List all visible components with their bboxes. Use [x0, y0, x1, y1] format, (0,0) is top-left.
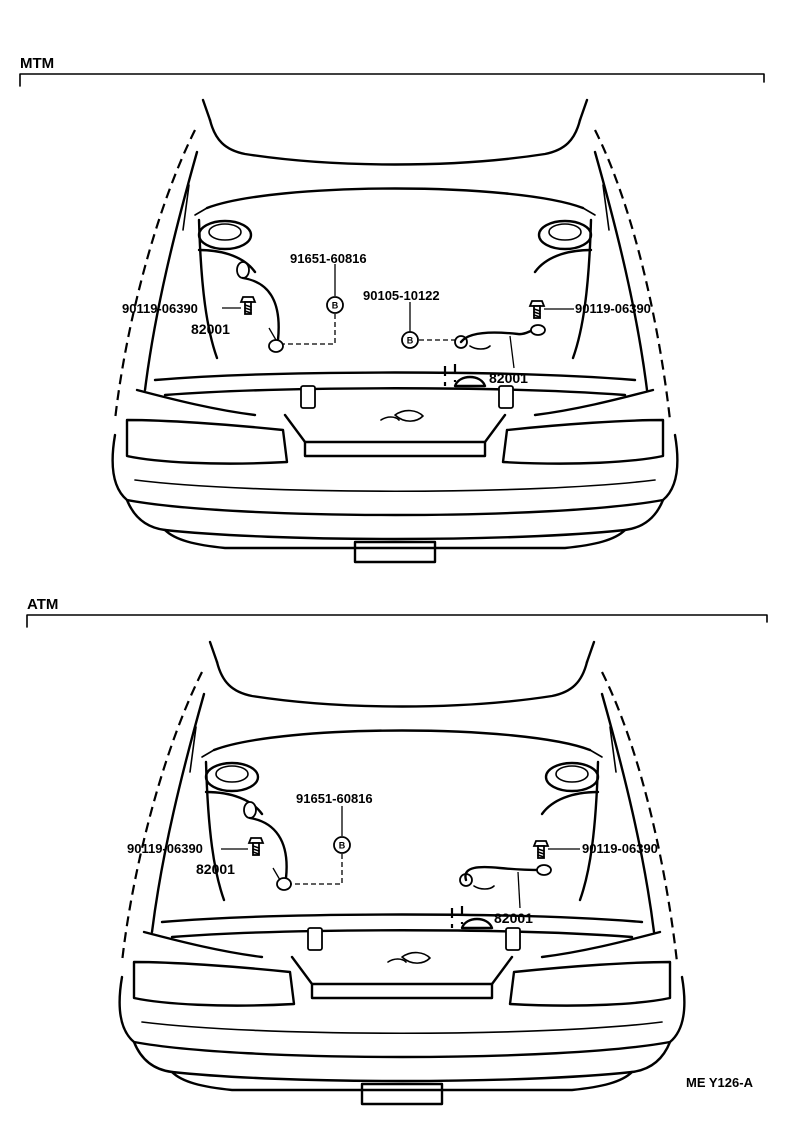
ground-strap-right-atm [459, 864, 552, 890]
diagram-code: ME Y126-A [686, 1075, 754, 1090]
bolt-left-mtm [240, 296, 256, 315]
callout-clamp-mtm: 91651-60816 [290, 251, 367, 266]
callout-left-strap-mtm: 82001 [191, 321, 230, 337]
bolt-left-atm [248, 837, 264, 856]
callout-left-bolt-mtm: 90119-06390 [122, 301, 198, 316]
callout-right-strap-mtm: 82001 [489, 370, 528, 386]
callout-right-bolt-mtm: 90119-06390 [575, 301, 651, 316]
section-bracket-atm [26, 614, 768, 628]
svg-text:B: B [407, 336, 414, 346]
callout-right-bolt-atm: 90119-06390 [582, 841, 658, 856]
ground-strap-left-atm [243, 801, 292, 891]
callout-left-strap-atm: 82001 [196, 861, 235, 877]
section-title-mtm: MTM [20, 55, 54, 72]
svg-text:B: B [332, 301, 339, 311]
bolt-right-mtm [529, 300, 545, 319]
marker-b-clamp-mtm: B [326, 296, 344, 314]
section-atm: ATM [26, 596, 768, 1106]
section-bracket-mtm [19, 73, 765, 87]
callout-clamp-atm: 91651-60816 [296, 791, 373, 806]
marker-b-center-mtm: B [401, 331, 419, 349]
ground-strap-right-mtm [454, 324, 546, 350]
section-mtm: MTM [19, 55, 765, 564]
callout-center-bolt-mtm: 90105-10122 [363, 288, 440, 303]
callout-right-strap-atm: 82001 [494, 910, 533, 926]
section-title-atm: ATM [27, 596, 58, 613]
bolt-right-atm [533, 840, 549, 859]
marker-b-clamp-atm: B [333, 836, 351, 854]
ground-strap-left-mtm [236, 261, 284, 353]
svg-text:B: B [339, 841, 346, 851]
callout-left-bolt-atm: 90119-06390 [127, 841, 203, 856]
